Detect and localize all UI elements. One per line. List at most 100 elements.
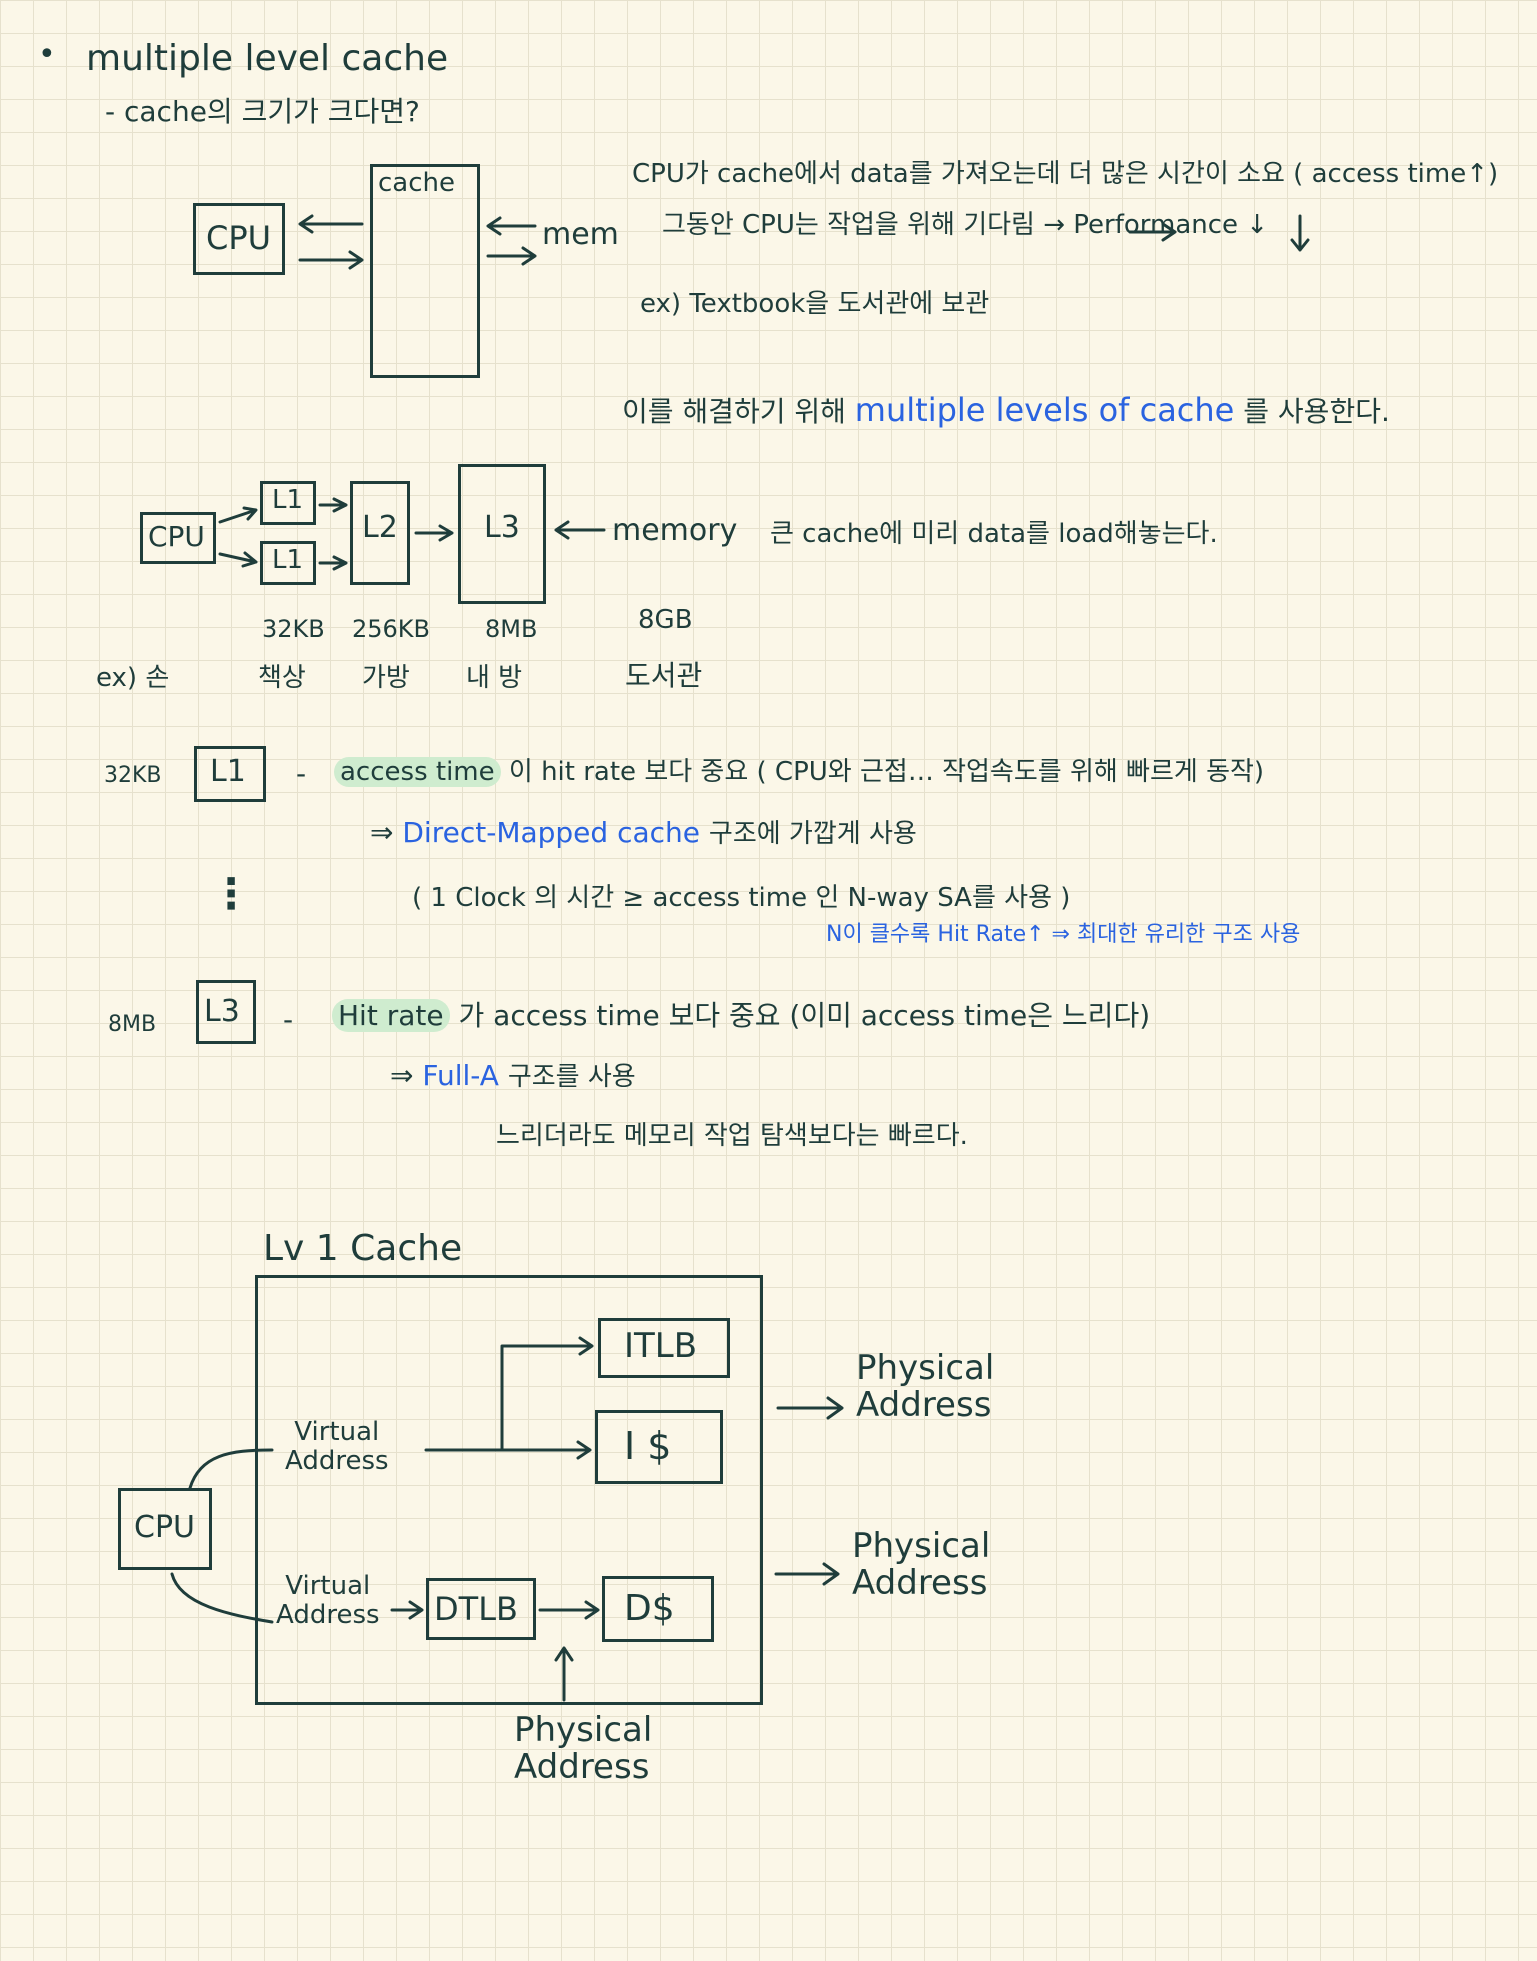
size-memory: 8GB — [638, 605, 693, 635]
arrow-cpu-l1b — [218, 551, 258, 568]
diagram2-l3-box — [458, 464, 546, 604]
dtlb-label: DTLB — [434, 1590, 518, 1628]
l1-note: N이 클수록 Hit Rate↑ ⇒ 최대한 유리한 구조 사용 — [826, 922, 1301, 947]
diagram2-l3-label: L3 — [484, 510, 520, 545]
l1-box-label: L1 — [210, 754, 246, 789]
diagram2-cpu-box — [140, 512, 216, 564]
diagram1-cpu-label: CPU — [206, 219, 272, 257]
l1-arrow: ⇒ — [370, 816, 394, 849]
arrow-va-itlb — [500, 1336, 594, 1452]
l1-highlight: access time — [334, 757, 501, 787]
size-l2: 256KB — [352, 615, 431, 643]
l1-line3: ( 1 Clock 의 시간 ≥ access time 인 N-way SA를… — [412, 883, 1071, 913]
analogy-desk: 책상 — [258, 663, 306, 693]
l3-box — [196, 980, 256, 1044]
arrow-cache-to-cpu — [298, 214, 364, 234]
l3-highlight: Hit rate — [332, 999, 450, 1032]
lv1-cache-title: Lv 1 Cache — [263, 1228, 463, 1269]
l1-size: 32KB — [104, 763, 162, 788]
arrow-mem-to-cache — [486, 216, 537, 236]
arrow-pa-to-dcache — [554, 1646, 574, 1702]
lv1-cache-frame — [255, 1275, 763, 1705]
diagram2-cpu-label: CPU — [148, 520, 205, 553]
line-cpu-va-lower — [170, 1572, 274, 1624]
diagram1-cache-label: cache — [378, 168, 455, 198]
solution-highlight: multiple levels of cache — [854, 391, 1235, 429]
diagram2-note: 큰 cache에 미리 data를 load해놓는다. — [770, 519, 1218, 549]
diagram2-l2-label: L2 — [362, 510, 398, 545]
bullet: • — [38, 37, 56, 72]
arrow-cache-to-mem — [486, 246, 537, 266]
desc-example: ex) Textbook을 도서관에 보관 — [640, 289, 990, 319]
solution-suffix: 를 사용한다. — [1243, 395, 1390, 428]
icache-box — [595, 1410, 723, 1484]
diagram2-l1a-label: L1 — [272, 485, 304, 515]
dcache-box — [602, 1576, 714, 1642]
size-l1: 32KB — [262, 615, 325, 643]
subheading-cache-size: - cache의 크기가 크다면? — [105, 95, 420, 128]
arrow-cpu-to-cache — [298, 250, 364, 270]
diagram1-mem-label: mem — [542, 217, 619, 252]
l1-box — [194, 746, 266, 802]
l3-line2: ⇒ Full-A 구조를 사용 — [390, 1059, 636, 1093]
diagram1-cpu-box — [193, 203, 285, 275]
arrow-physical-middle — [774, 1562, 840, 1586]
arrow-va-icache — [424, 1440, 592, 1460]
arrow-l1a-l2 — [318, 497, 348, 513]
arrow-l1b-l2 — [318, 555, 348, 571]
physical-address-bottom: Physical Address — [514, 1710, 653, 1788]
vertical-ellipsis: ⋮ — [210, 869, 252, 918]
diagram3-cpu-box — [118, 1488, 212, 1570]
line-cpu-va-upper — [188, 1448, 274, 1490]
l1-direct-mapped: Direct-Mapped cache — [402, 816, 700, 849]
l3-line3: 느리더라도 메모리 작업 탐색보다는 빠르다. — [496, 1121, 968, 1151]
diagram2-memory-label: memory — [612, 513, 738, 548]
l1-line1: access time 이 hit rate 보다 중요 ( CPU와 근접… … — [334, 757, 1265, 788]
diagram3-cpu-label: CPU — [134, 1510, 195, 1545]
analogy-library: 도서관 — [625, 659, 703, 692]
l3-box-label: L3 — [204, 994, 240, 1029]
arrow-performance — [1128, 222, 1177, 242]
arrow-down-performance — [1290, 214, 1310, 252]
arrow-physical-upper — [776, 1396, 844, 1420]
diagram2-l1b-label: L1 — [272, 545, 304, 575]
l1-line2-suffix: 구조에 가깝게 사용 — [708, 819, 917, 849]
solution-line: 이를 해결하기 위해 multiple levels of cache 를 사용… — [622, 392, 1390, 429]
virtual-address-upper: Virtual Address — [285, 1417, 389, 1476]
itlb-box — [598, 1318, 730, 1378]
arrow-va-dtlb — [390, 1600, 424, 1620]
dtlb-box — [426, 1578, 536, 1640]
l1-dash: - — [296, 757, 307, 790]
size-l3: 8MB — [485, 615, 538, 643]
l3-line1: Hit rate 가 access time 보다 중요 (이미 access … — [332, 999, 1151, 1032]
physical-address-upper: Physical Address — [856, 1348, 995, 1426]
arrow-dtlb-dcache — [538, 1600, 600, 1620]
solution-prefix: 이를 해결하기 위해 — [622, 395, 846, 428]
l3-full-assoc: Full-A — [422, 1059, 499, 1092]
l3-dash: - — [283, 1003, 294, 1036]
l3-line2-suffix: 구조를 사용 — [507, 1062, 636, 1092]
diagram2-l1b-box — [260, 541, 316, 585]
physical-address-middle: Physical Address — [852, 1526, 991, 1604]
diagram2-l2-box — [350, 481, 410, 585]
arrow-l2-l3 — [414, 524, 454, 542]
dcache-label: D$ — [624, 1588, 675, 1629]
l3-line1-text: 가 access time 보다 중요 (이미 access time은 느리다… — [458, 999, 1151, 1032]
page-title: multiple level cache — [86, 38, 449, 79]
icache-label: I $ — [624, 1424, 672, 1468]
itlb-label: ITLB — [624, 1326, 698, 1366]
diagram1-cache-box — [370, 164, 480, 378]
arrow-cpu-l1a — [218, 506, 258, 524]
diagram2-l1a-box — [260, 481, 316, 525]
virtual-address-lower: Virtual Address — [276, 1571, 380, 1630]
l1-line2: ⇒ Direct-Mapped cache 구조에 가깝게 사용 — [370, 816, 917, 850]
analogy-bag: 가방 — [362, 663, 410, 693]
l3-size: 8MB — [108, 1012, 157, 1037]
desc-access-time: CPU가 cache에서 data를 가져오는데 더 많은 시간이 소요 ( a… — [632, 159, 1499, 189]
arrow-memory-l3 — [554, 520, 606, 540]
l3-arrow: ⇒ — [390, 1059, 414, 1092]
analogy-label: ex) 손 — [96, 663, 170, 693]
analogy-room: 내 방 — [466, 663, 523, 693]
l1-line1-text: 이 hit rate 보다 중요 ( CPU와 근접… 작업속도를 위해 빠르게… — [508, 757, 1265, 787]
